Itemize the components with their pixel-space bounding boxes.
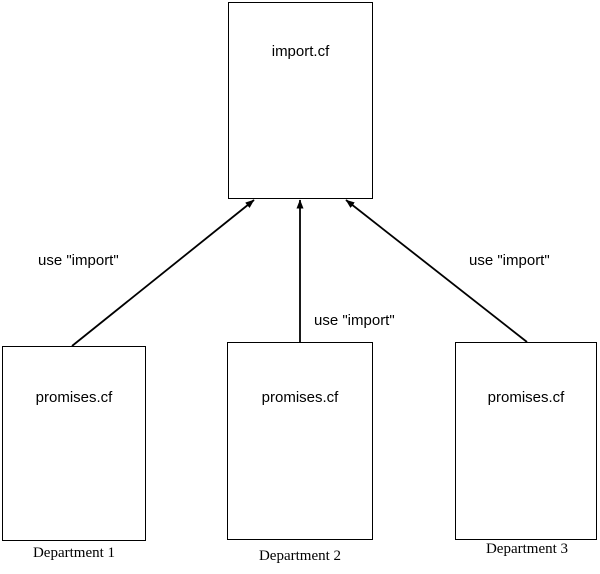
node-import-cf[interactable]: import.cf bbox=[228, 2, 373, 199]
node-label-import-cf: import.cf bbox=[271, 43, 330, 60]
edge-line-department-1 bbox=[71, 199, 255, 347]
node-label-promises-cf-department-1: promises.cf bbox=[35, 389, 113, 406]
edge-label-department-2: use "import" bbox=[314, 312, 395, 329]
node-promises-cf-department-3[interactable]: promises.cf bbox=[455, 342, 597, 540]
caption-department-1: Department 1 bbox=[32, 545, 116, 561]
node-label-promises-cf-department-2: promises.cf bbox=[261, 389, 339, 406]
caption-department-2: Department 2 bbox=[258, 548, 342, 564]
edge-label-department-1: use "import" bbox=[38, 252, 119, 269]
caption-department-3: Department 3 bbox=[485, 541, 569, 557]
node-promises-cf-department-1[interactable]: promises.cf bbox=[2, 346, 146, 541]
node-promises-cf-department-2[interactable]: promises.cf bbox=[227, 342, 373, 540]
edge-label-department-3: use "import" bbox=[469, 252, 550, 269]
edge-line-department-3 bbox=[345, 199, 528, 343]
node-label-promises-cf-department-3: promises.cf bbox=[487, 389, 565, 406]
